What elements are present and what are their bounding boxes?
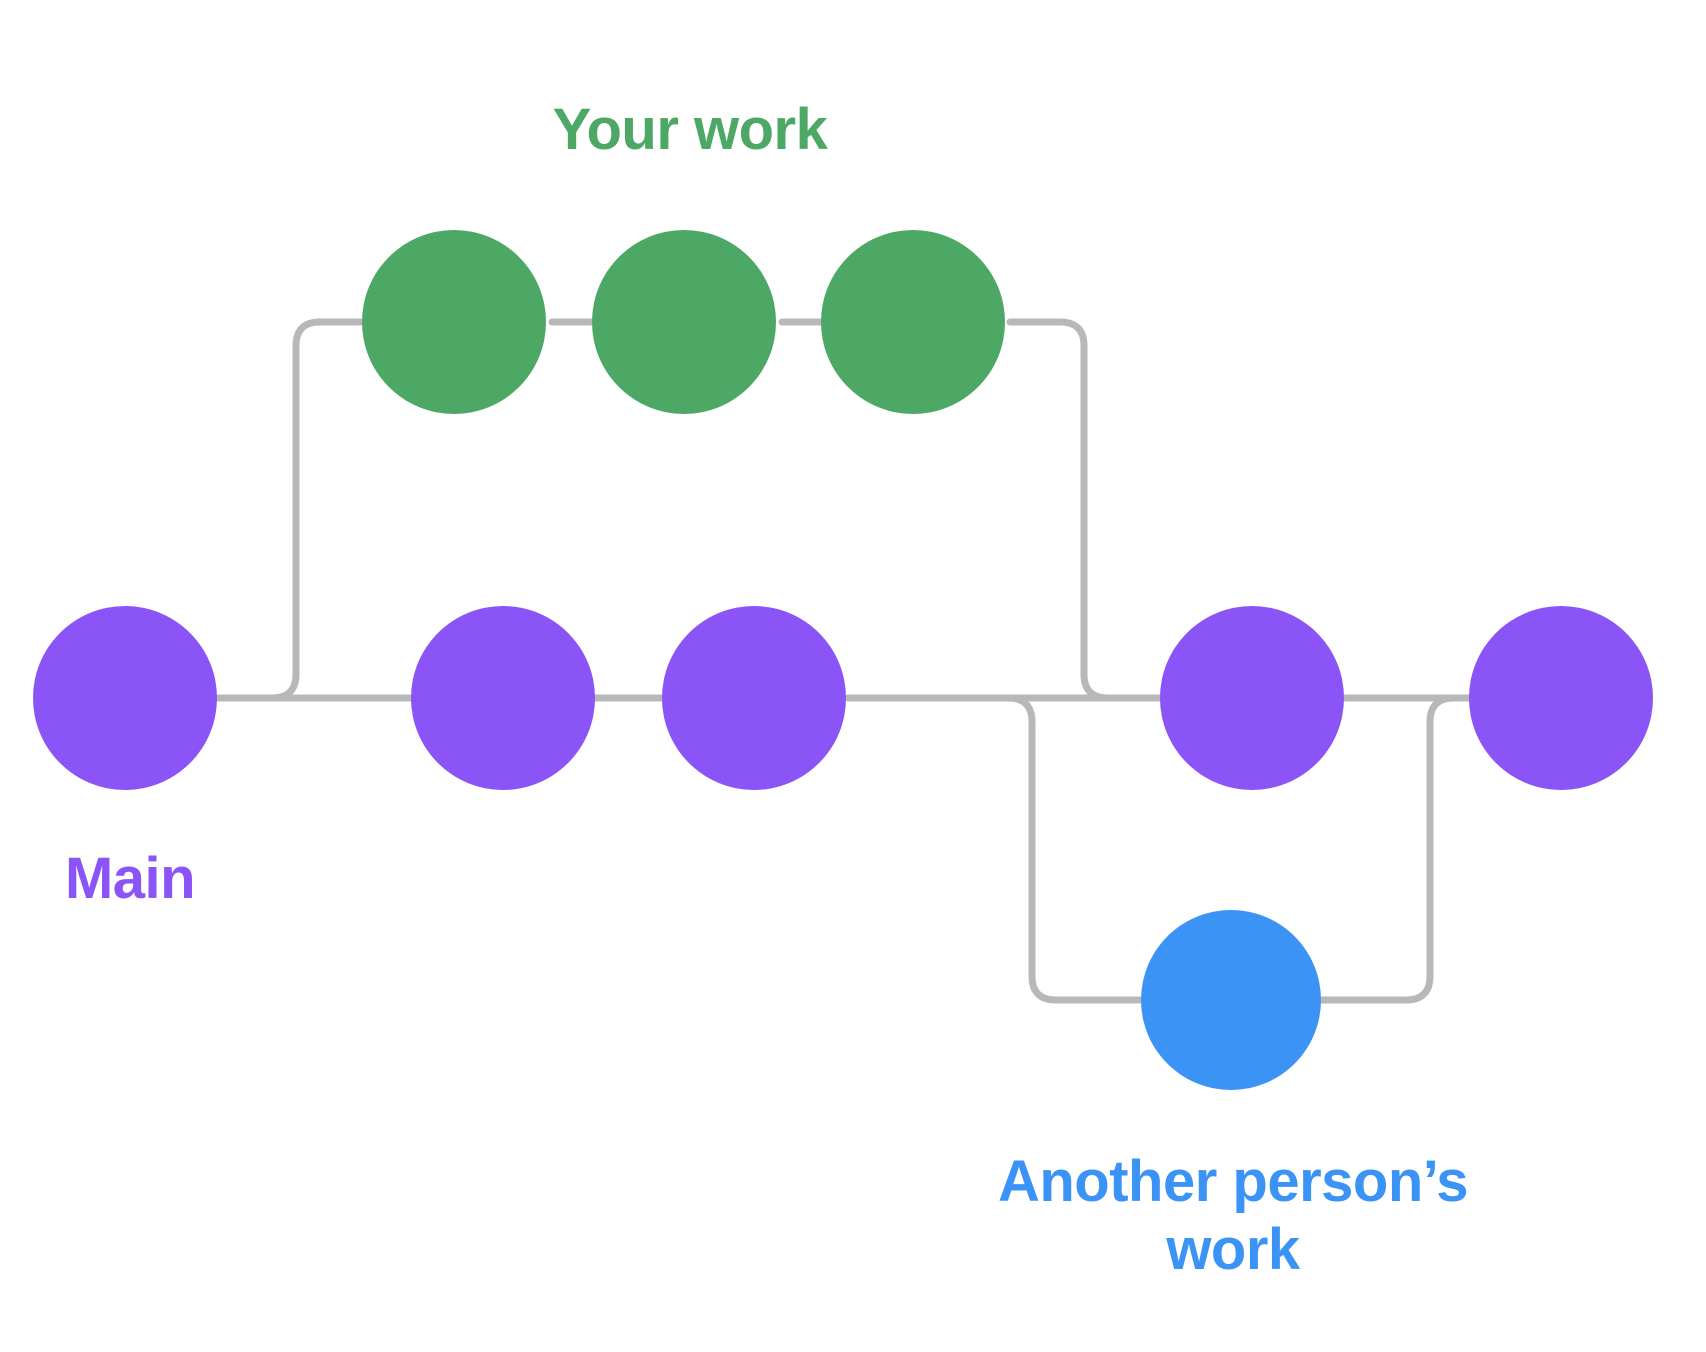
connector-layer [201, 318, 1484, 1004]
branch-label-another-person: Another person’s work [997, 1149, 1469, 1283]
connector-main-3-to-blue-branch [896, 694, 1144, 1004]
connector-green-merge-to-main [1006, 318, 1180, 702]
branch-label-main: Main [64, 846, 196, 911]
connector-blue-merge-to-main [1318, 694, 1484, 1004]
purple-commit-5[interactable] [1469, 606, 1653, 790]
branch-label-your-work: Your work [552, 97, 828, 162]
purple-commit-1[interactable] [33, 606, 217, 790]
purple-commit-4[interactable] [1160, 606, 1344, 790]
connector-main-to-green-branch [236, 318, 376, 702]
green-commit-1[interactable] [362, 230, 546, 414]
node-layer [33, 230, 1653, 1090]
green-commit-2[interactable] [592, 230, 776, 414]
blue-commit-1[interactable] [1141, 910, 1321, 1090]
purple-commit-2[interactable] [411, 606, 595, 790]
green-commit-3[interactable] [821, 230, 1005, 414]
purple-commit-3[interactable] [662, 606, 846, 790]
